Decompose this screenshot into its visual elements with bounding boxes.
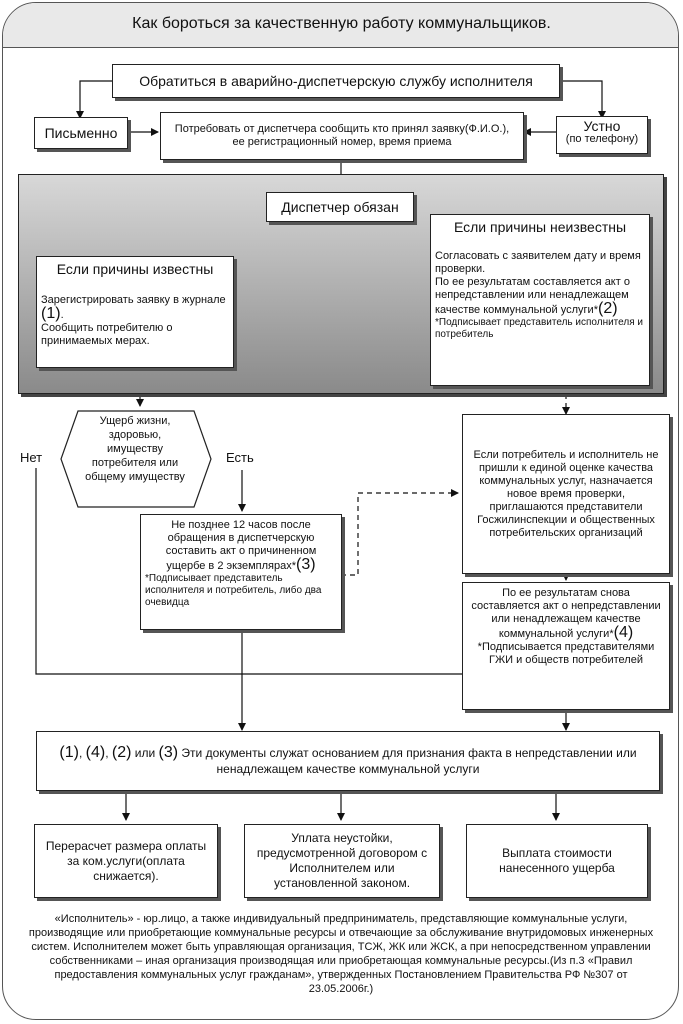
basis-sep-1: , xyxy=(78,746,86,760)
known-line1: Зарегистрировать заявку в журнале xyxy=(41,294,226,306)
damage-act-note: *Подписывает представитель исполнителя и… xyxy=(145,573,322,608)
basis-text: (1), (4), (2) или (3) Эти документы служ… xyxy=(45,745,651,777)
dispatcher-text: Диспетчер обязан xyxy=(281,198,399,215)
footnote: «Исполнитель» - юр.лицо, а также индивид… xyxy=(28,913,654,995)
known-causes-box: Если причины известны Зарегистрировать з… xyxy=(36,256,234,368)
demand-box: Потребовать от диспетчера сообщить кто п… xyxy=(160,112,524,160)
title-band xyxy=(3,3,678,48)
label-no: Нет xyxy=(20,450,43,465)
oral-label: Устно xyxy=(583,118,621,134)
unknown-note: *Подписывает представитель исполнителя и… xyxy=(435,317,643,340)
basis-description: Эти документы служат основанием для приз… xyxy=(178,746,637,776)
emergency-service-box: Обратиться в аварийно-диспетчерскую служ… xyxy=(112,64,560,98)
damage-act-ref-3: (3) xyxy=(296,556,316,573)
basis-box: (1), (4), (2) или (3) Эти документы служ… xyxy=(36,731,660,791)
unknown-causes-header: Если причины неизвестны xyxy=(453,219,627,235)
gzhi-box: Если потребитель и исполнитель не пришли… xyxy=(462,414,670,574)
repeat-act-note: *Подписывается представителями ГЖИ и общ… xyxy=(477,641,655,666)
gzhi-text: Если потребитель и исполнитель не пришли… xyxy=(473,448,659,539)
demand-text: Потребовать от диспетчера сообщить кто п… xyxy=(174,123,510,148)
dispatcher-box: Диспетчер обязан xyxy=(266,192,414,222)
damage-act-box: Не позднее 12 часов после обращения в ди… xyxy=(140,514,342,630)
basis-ref-4: (4) xyxy=(85,744,106,761)
repeat-act-wrap: По ее результатам снова составляется акт… xyxy=(469,587,663,641)
repeat-act-text: По ее результатам снова составляется акт… xyxy=(471,587,661,640)
unknown-text2-wrap: По ее результатам составляется акт о неп… xyxy=(435,276,645,317)
basis-sep-3: или xyxy=(131,746,159,760)
damage-act-wrap: Не позднее 12 часов после обращения в ди… xyxy=(145,519,337,573)
outcome-compensation-text: Выплата стоимости нанесенного ущерба xyxy=(499,846,615,875)
basis-ref-3: (3) xyxy=(158,744,179,761)
unknown-causes-box: Если причины неизвестны Согласовать с за… xyxy=(430,214,650,386)
outcome-compensation-box: Выплата стоимости нанесенного ущерба xyxy=(466,824,648,898)
unknown-text1: Согласовать с заявителем дату и время пр… xyxy=(435,250,641,275)
unknown-text2: По ее результатам составляется акт о неп… xyxy=(435,276,630,316)
basis-ref-1: (1) xyxy=(59,744,79,761)
arrow-to-written xyxy=(76,80,112,119)
outcome-penalty-text: Уплата неустойки, предусмотренной догово… xyxy=(256,831,428,890)
damage-hexagon xyxy=(60,410,212,508)
oral-box: Устно (по телефону) xyxy=(556,116,648,154)
dashed-act-to-gzhi xyxy=(341,489,459,576)
written-text: Письменно xyxy=(44,124,118,141)
oral-sublabel: (по телефону) xyxy=(565,133,639,145)
emergency-service-text: Обратиться в аварийно-диспетчерскую служ… xyxy=(139,72,533,89)
known-causes-header: Если причины известны xyxy=(56,261,214,277)
repeat-act-box: По ее результатам снова составляется акт… xyxy=(462,582,670,710)
arrow-to-oral xyxy=(560,80,606,119)
damage-text: Ущерб жизни, здоровью, имуществу потреби… xyxy=(85,415,185,483)
basis-ref-2: (2) xyxy=(111,744,132,761)
outcome-recalculation-text: Перерасчет размера оплаты за ком.услуги(… xyxy=(45,838,207,883)
label-yes: Есть xyxy=(226,450,254,465)
unknown-ref-2: (2) xyxy=(597,300,618,317)
diagram-title: Как бороться за качественную работу комм… xyxy=(132,15,551,32)
known-causes-text: Зарегистрировать заявку в журнале (1). С… xyxy=(41,294,229,348)
written-box: Письменно xyxy=(34,117,128,149)
known-line2: Сообщить потребителю о принимаемых мерах… xyxy=(41,322,173,347)
known-line1-end: . xyxy=(60,309,64,321)
known-ref-1: (1) xyxy=(41,305,61,322)
damage-act-text: Не позднее 12 часов после обращения в ди… xyxy=(165,519,317,572)
basis-sep-2: , xyxy=(105,746,112,760)
repeat-act-ref-4: (4) xyxy=(613,624,634,641)
outcome-penalty-box: Уплата неустойки, предусмотренной догово… xyxy=(244,824,440,898)
dashed-to-gzhi xyxy=(341,393,570,415)
outcome-recalculation-box: Перерасчет размера оплаты за ком.услуги(… xyxy=(34,824,218,898)
